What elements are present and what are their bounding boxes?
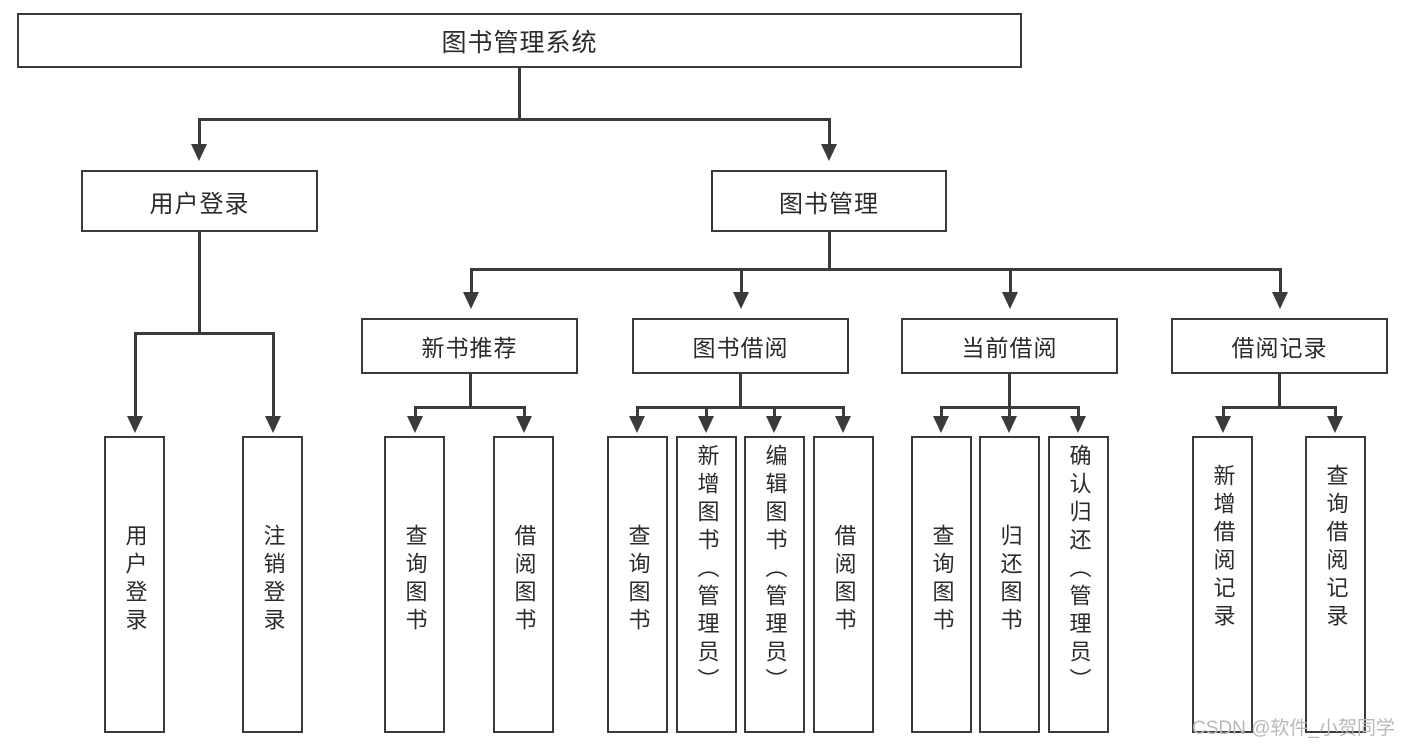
connector-book-borrow-drop-1 xyxy=(636,406,639,418)
connector-book-borrow-drop-3 xyxy=(773,406,776,418)
arrow-to-book-borrow xyxy=(733,292,749,309)
arrow-to-user-login xyxy=(191,144,207,161)
leaf-return-book[interactable]: 归还图书 xyxy=(979,436,1040,733)
arrow-to-leaf-borrow-book-1 xyxy=(516,416,532,433)
connector-current-borrow-stem xyxy=(1008,374,1011,408)
node-current-borrow[interactable]: 当前借阅 xyxy=(901,318,1118,374)
leaf-borrow-book-new[interactable]: 借阅图书 xyxy=(493,436,554,733)
connector-book-manage-stem xyxy=(828,232,831,270)
connector-root-stem xyxy=(518,68,521,120)
arrow-to-leaf-return-book xyxy=(1001,416,1017,433)
leaf-label: 用户登录 xyxy=(122,524,148,636)
arrow-to-leaf-user-login xyxy=(127,416,143,433)
leaf-label: 新增借阅记录 xyxy=(1210,464,1236,632)
connector-user-login-stem xyxy=(198,232,201,334)
connector-level3-drop-3 xyxy=(1009,268,1012,294)
arrow-to-leaf-add-book xyxy=(698,416,714,433)
node-book-manage[interactable]: 图书管理 xyxy=(711,170,947,232)
node-book-borrow[interactable]: 图书借阅 xyxy=(632,318,849,374)
node-label: 图书管理系统 xyxy=(441,28,598,57)
connector-level3-drop-4 xyxy=(1279,268,1282,294)
node-root-system[interactable]: 图书管理系统 xyxy=(17,13,1022,68)
leaf-add-borrow-record[interactable]: 新增借阅记录 xyxy=(1192,436,1253,733)
connector-level2-bar xyxy=(198,118,830,121)
connector-borrow-record-drop-1 xyxy=(1222,406,1225,418)
arrow-to-leaf-add-record xyxy=(1215,416,1231,433)
connector-new-book-drop-1 xyxy=(414,406,417,418)
connector-level3-bar xyxy=(470,268,1281,271)
leaf-label: 新增图书（管理员） xyxy=(694,444,720,696)
connector-user-login-drop-1 xyxy=(134,332,137,418)
arrow-to-leaf-query-book-1 xyxy=(407,416,423,433)
node-user-login[interactable]: 用户登录 xyxy=(81,170,318,232)
node-new-book-recommend[interactable]: 新书推荐 xyxy=(361,318,578,374)
connector-book-borrow-bar xyxy=(636,406,844,409)
connector-user-login-bar xyxy=(134,332,274,335)
node-label: 借阅记录 xyxy=(1231,335,1328,361)
leaf-label: 确认归还（管理员） xyxy=(1066,444,1092,696)
arrow-to-leaf-query-book-2 xyxy=(629,416,645,433)
connector-level3-drop-1 xyxy=(470,268,473,294)
leaf-label: 借阅图书 xyxy=(511,524,537,636)
connector-book-borrow-drop-2 xyxy=(705,406,708,418)
connector-current-borrow-drop-1 xyxy=(940,406,943,418)
connector-borrow-record-drop-2 xyxy=(1334,406,1337,418)
connector-current-borrow-drop-2 xyxy=(1008,406,1011,418)
node-label: 新书推荐 xyxy=(421,335,518,361)
leaf-query-borrow-record[interactable]: 查询借阅记录 xyxy=(1305,436,1366,733)
arrow-to-leaf-confirm-return xyxy=(1070,416,1086,433)
connector-new-book-stem xyxy=(469,374,472,408)
leaf-query-book-new[interactable]: 查询图书 xyxy=(384,436,445,733)
leaf-add-book-admin[interactable]: 新增图书（管理员） xyxy=(676,436,737,733)
connector-borrow-record-stem xyxy=(1278,374,1281,408)
arrow-to-current-borrow xyxy=(1002,292,1018,309)
arrow-to-leaf-borrow-book-2 xyxy=(835,416,851,433)
arrow-to-book-manage xyxy=(821,144,837,161)
node-label: 图书管理 xyxy=(779,190,879,218)
node-borrow-record[interactable]: 借阅记录 xyxy=(1171,318,1388,374)
arrow-to-leaf-edit-book xyxy=(766,416,782,433)
leaf-query-book-current[interactable]: 查询图书 xyxy=(911,436,972,733)
arrow-to-leaf-logout xyxy=(265,416,281,433)
leaf-label: 查询图书 xyxy=(929,524,955,636)
connector-current-borrow-drop-3 xyxy=(1077,406,1080,418)
arrow-to-new-book xyxy=(463,292,479,309)
node-label: 图书借阅 xyxy=(692,335,789,361)
connector-book-borrow-stem xyxy=(739,374,742,408)
connector-level2-drop-right xyxy=(828,118,831,146)
connector-borrow-record-bar xyxy=(1222,406,1337,409)
connector-book-borrow-drop-4 xyxy=(842,406,845,418)
leaf-label: 查询借阅记录 xyxy=(1323,464,1349,632)
connector-new-book-drop-2 xyxy=(523,406,526,418)
connector-level2-drop-left xyxy=(198,118,201,146)
leaf-label: 注销登录 xyxy=(260,524,286,636)
connector-new-book-bar xyxy=(414,406,526,409)
arrow-to-leaf-query-record xyxy=(1327,416,1343,433)
connector-user-login-drop-2 xyxy=(272,332,275,418)
arrow-to-borrow-record xyxy=(1272,292,1288,309)
leaf-user-login[interactable]: 用户登录 xyxy=(104,436,165,733)
connector-level3-drop-2 xyxy=(740,268,743,294)
leaf-edit-book-admin[interactable]: 编辑图书（管理员） xyxy=(744,436,805,733)
node-label: 用户登录 xyxy=(149,190,250,218)
leaf-label: 归还图书 xyxy=(997,524,1023,636)
leaf-confirm-return-admin[interactable]: 确认归还（管理员） xyxy=(1048,436,1109,733)
leaf-label: 查询图书 xyxy=(402,524,428,636)
leaf-borrow-book[interactable]: 借阅图书 xyxy=(813,436,874,733)
leaf-logout[interactable]: 注销登录 xyxy=(242,436,303,733)
node-label: 当前借阅 xyxy=(961,335,1058,361)
leaf-label: 借阅图书 xyxy=(831,524,857,636)
leaf-query-book-borrow[interactable]: 查询图书 xyxy=(607,436,668,733)
arrow-to-leaf-query-book-3 xyxy=(933,416,949,433)
leaf-label: 编辑图书（管理员） xyxy=(762,444,788,696)
leaf-label: 查询图书 xyxy=(625,524,651,636)
